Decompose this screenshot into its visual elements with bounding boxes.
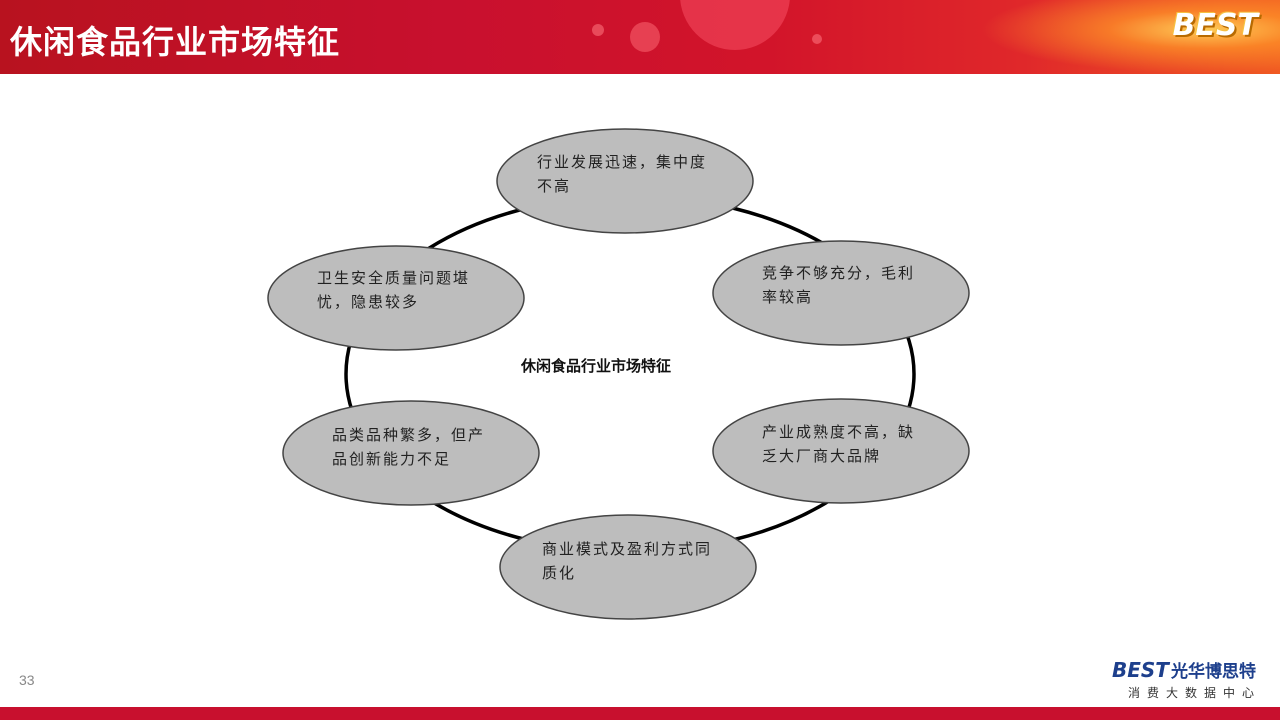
node-text-6: 卫生安全质量问题堪 忧，隐患较多 (317, 266, 470, 314)
node-4-line1: 商业模式及盈利方式同 (542, 540, 713, 558)
node-2-line2: 率较高 (762, 288, 814, 306)
page-number: 33 (19, 672, 35, 688)
node-2-line1: 竞争不够充分，毛利 (762, 264, 916, 282)
best-logo-footer: BEST (1112, 658, 1169, 682)
node-ellipse-5 (282, 400, 540, 506)
decor-circle (592, 24, 604, 36)
node-text-4: 商业模式及盈利方式同 质化 (542, 537, 712, 585)
brand-subtitle: 消费大数据中心 (1128, 686, 1262, 700)
decor-circle (812, 34, 822, 44)
node-text-1: 行业发展迅速，集中度 不高 (537, 150, 707, 198)
node-4-line2: 质化 (542, 564, 577, 582)
node-5-line2: 品创新能力不足 (332, 450, 452, 468)
node-ellipse-1 (496, 128, 754, 234)
node-text-2: 竞争不够充分，毛利 率较高 (762, 261, 915, 309)
node-ellipse-4 (499, 514, 757, 620)
header-banner: 休闲食品行业市场特征 BEST (0, 0, 1280, 74)
decor-circle (630, 22, 660, 52)
node-6-line2: 忧，隐患较多 (317, 293, 420, 311)
node-ellipse-3 (712, 398, 970, 504)
diagram-center-label: 休闲食品行业市场特征 (521, 357, 672, 375)
node-ellipse-6 (267, 245, 525, 351)
node-text-5: 品类品种繁多，但产 品创新能力不足 (332, 423, 485, 471)
page-title: 休闲食品行业市场特征 (10, 23, 341, 61)
node-text-3: 产业成熟度不高，缺 乏大厂商大品牌 (762, 420, 915, 468)
node-3-line2: 乏大厂商大品牌 (762, 447, 882, 465)
node-1-line1: 行业发展迅速，集中度 (537, 153, 708, 171)
brand-name: 光华博思特 (1170, 662, 1256, 682)
decor-light-burst (980, 0, 1280, 74)
footer-bar (0, 707, 1280, 720)
node-5-line1: 品类品种繁多，但产 (332, 426, 486, 444)
node-1-line2: 不高 (537, 177, 572, 195)
best-logo: BEST (1172, 8, 1258, 43)
node-3-line1: 产业成熟度不高，缺 (762, 423, 916, 441)
diagram-nodes (267, 128, 970, 620)
node-6-line1: 卫生安全质量问题堪 (317, 269, 471, 287)
node-ellipse-2 (712, 240, 970, 346)
